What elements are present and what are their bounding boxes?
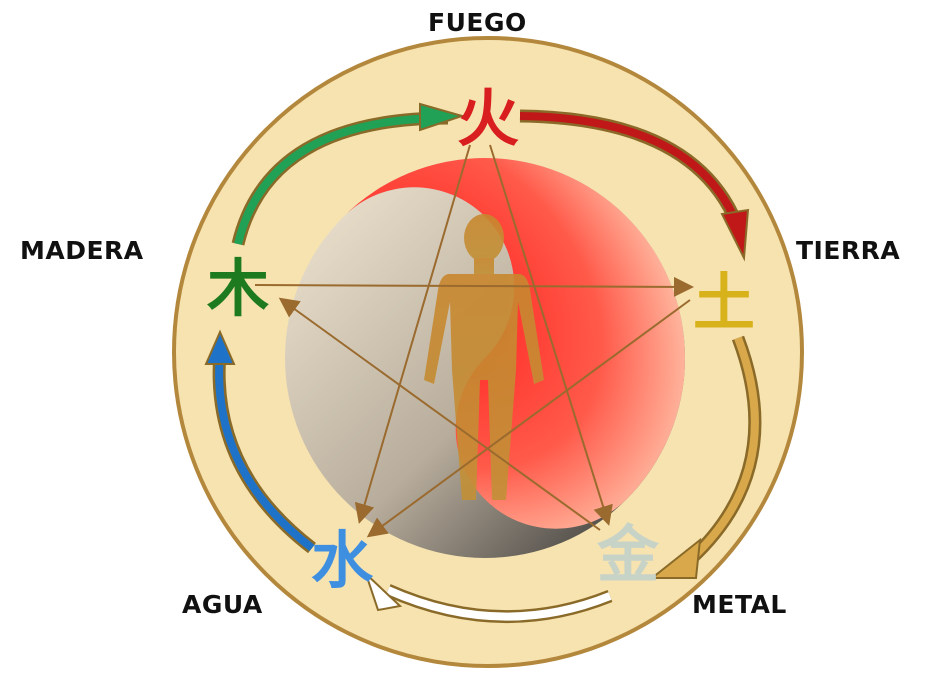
metal-glyph: 金: [588, 524, 668, 586]
water-glyph: 水: [302, 530, 382, 592]
label-fire: FUEGO: [428, 8, 527, 37]
earth-glyph: 土: [684, 272, 764, 334]
wood-glyph: 木: [198, 258, 278, 320]
label-water: AGUA: [182, 590, 263, 619]
label-earth: TIERRA: [796, 236, 900, 265]
label-metal: METAL: [692, 590, 787, 619]
fire-glyph: 火: [448, 88, 528, 150]
label-wood: MADERA: [20, 236, 144, 265]
